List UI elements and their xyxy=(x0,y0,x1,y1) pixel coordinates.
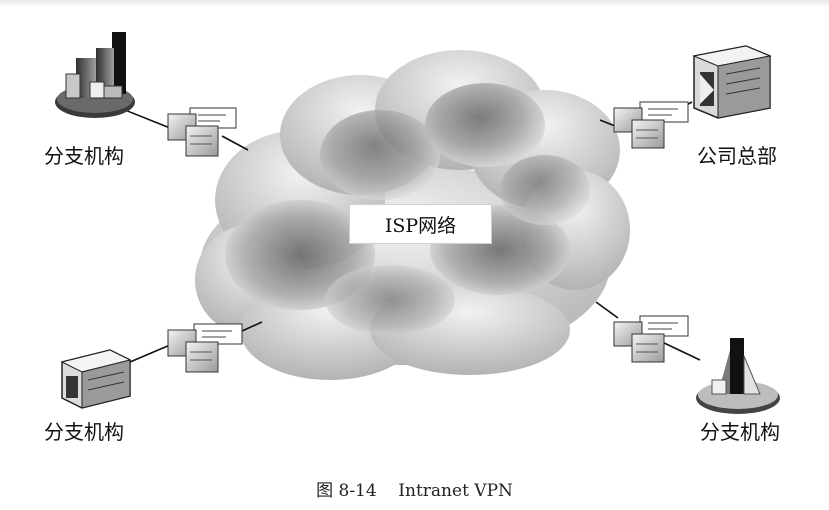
line-top-left-cloud xyxy=(221,135,249,151)
document-icon xyxy=(189,107,237,129)
top-text-strip xyxy=(0,0,829,8)
server-box-icon xyxy=(631,333,665,363)
headquarters-building-icon xyxy=(692,45,772,119)
document-icon xyxy=(639,315,689,337)
vpn-gateway-bottom-right xyxy=(613,315,689,363)
site-label-bottom-right: 分支机构 xyxy=(700,420,780,444)
city-buildings-icon xyxy=(55,32,135,118)
site-label-bottom-left: 分支机构 xyxy=(44,420,124,444)
site-label-top-right: 公司总部 xyxy=(697,144,777,168)
document-icon xyxy=(193,323,243,345)
isp-cloud xyxy=(195,50,630,380)
document-icon xyxy=(639,101,689,123)
isp-network-label: ISP网络 xyxy=(349,204,492,244)
server-box-icon xyxy=(185,341,219,373)
server-box-icon xyxy=(631,119,665,149)
server-box-icon xyxy=(185,125,219,157)
figure-caption: 图 8-14 Intranet VPN xyxy=(316,481,513,501)
line-bottom-left-site xyxy=(129,344,171,363)
site-label-top-left: 分支机构 xyxy=(44,144,124,168)
tower-building-icon xyxy=(696,338,780,414)
line-top-left-site xyxy=(119,107,171,129)
vpn-gateway-top-left xyxy=(167,107,237,157)
vpn-gateway-top-right xyxy=(613,101,689,149)
line-bottom-right-cloud xyxy=(595,301,619,319)
warehouse-building-icon xyxy=(60,349,132,409)
line-bottom-right-site xyxy=(661,341,701,361)
vpn-gateway-bottom-left xyxy=(167,323,243,373)
